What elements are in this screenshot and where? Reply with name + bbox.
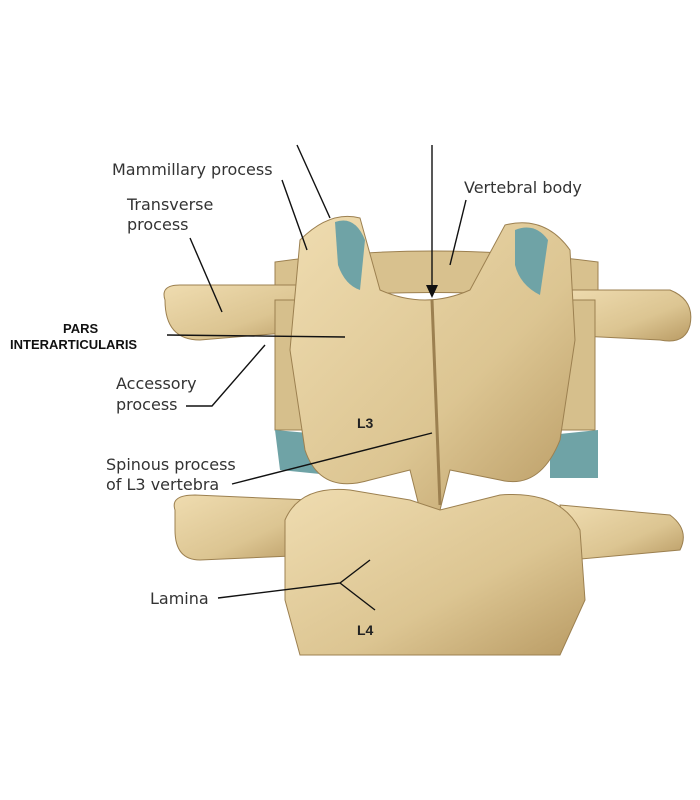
l4-vertebral-arch	[284, 488, 586, 656]
label-accessory-process-line2: process	[116, 395, 178, 414]
label-transverse-process-line2: process	[127, 215, 189, 234]
articular-facet-right	[515, 227, 548, 295]
spinous-process	[430, 299, 442, 506]
l4-transverse-process-right	[559, 504, 684, 561]
label-l3: L3	[357, 415, 374, 431]
label-pars-line1: PARS	[63, 321, 99, 336]
label-spinous-process-line2: of L3 vertebra	[106, 475, 220, 494]
label-accessory-process-line1: Accessory	[116, 374, 197, 393]
label-vertebral-body: Vertebral body	[464, 178, 582, 197]
label-lamina: Lamina	[150, 589, 209, 608]
label-spinous-process-line1: Spinous process	[106, 455, 236, 474]
leader-lines	[166, 144, 467, 611]
articular-facet-left	[335, 220, 365, 290]
label-mammillary-process: Mammillary process	[112, 160, 273, 179]
label-transverse-process-line1: Transverse	[127, 195, 214, 214]
label-l4: L4	[357, 622, 374, 638]
l3-vertebral-arch	[289, 215, 576, 511]
arrow-head	[426, 285, 438, 298]
label-pars-line2: INTERARTICULARIS	[10, 337, 138, 352]
intervertebral-disc-right	[550, 430, 598, 478]
